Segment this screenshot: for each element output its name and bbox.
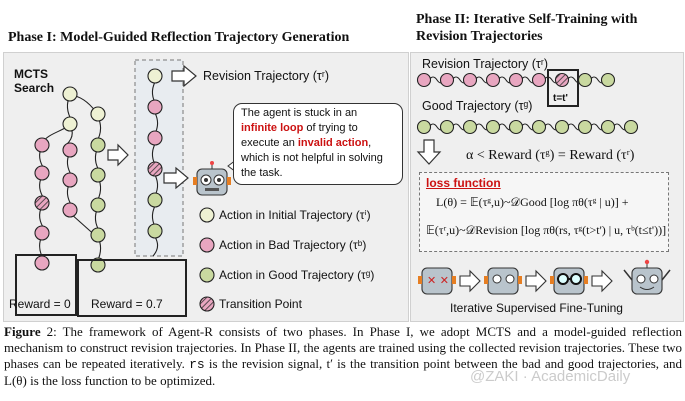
legend-good-label: Action in Good Trajectory (τᵍ) [219,268,375,282]
bubble-text-2: of trying to execute an [241,122,358,149]
revision-arrow [171,64,197,88]
caption-rs: rs [189,357,205,372]
legend-transition-label: Transition Point [219,297,302,311]
phase2-title-line2: Revision Trajectories [416,29,543,44]
mcts-node [34,255,50,271]
robot-icon-3 [550,267,588,295]
mcts-node [90,137,106,153]
legend-bad-swatch [199,237,215,253]
legend-good-swatch [199,267,215,283]
reward-condition: α < Reward (τᵍ) = Reward (τʳ) [466,148,635,163]
mcts-node [34,225,50,241]
mcts-node [34,165,50,181]
mcts-node [90,257,106,273]
p2-revision-label: Revision Trajectory (τʳ) [422,57,549,71]
mcts-node [62,142,78,158]
bubble-text-1: The agent is stuck in an [241,107,358,119]
mcts-root-node [62,86,78,102]
robot-icon [193,161,231,196]
mcts-transition-node [34,195,50,211]
bubble-text-3: , which is not helpful in solving the ta… [241,137,383,179]
figure-number: 2 [40,324,54,339]
phase2-title-line1: Phase II: Iterative Self-Training with [416,12,638,27]
mcts-label-line2: Search [14,81,55,95]
reflection-bubble: The agent is stuck in an infinite loop o… [233,103,403,185]
legend-initial-swatch [199,207,215,223]
rev-transition-node [147,161,163,177]
legend-transition-swatch [199,296,215,312]
robot-icon-1: ✕ ✕ [418,267,456,295]
mcts-node [90,167,106,183]
mcts-tree-nodes [34,86,106,273]
robot-arrow-2 [525,269,547,293]
rev-node [147,99,163,115]
loss-function-box: loss function L(θ) = 𝔼(τᵍ,u)~𝒟Good [log … [419,172,669,252]
figure-caption: Figure 2: The framework of Agent-R consi… [4,324,682,389]
transition-t-label: t=t' [553,93,568,104]
robot-icon-2 [484,267,522,295]
svg-text:✕ ✕: ✕ ✕ [427,274,449,287]
caption-text-2: is the revision signal, t′ is the transi… [4,356,683,388]
watermark: @ZAKI · AcademicDaily [470,368,631,385]
mcts-node [34,137,50,153]
figure-label: Figure [4,324,41,339]
bubble-highlight-invalid: invalid action [297,137,369,149]
mcts-node [90,197,106,213]
mcts-node [62,202,78,218]
to-robot-arrow [163,166,189,190]
rev-node [147,130,163,146]
revision-trajectory-label: Revision Trajectory (τʳ) [203,69,330,83]
reward-high-label: Reward = 0.7 [91,297,163,311]
mcts-node [62,116,78,132]
mcts-label-line1: MCTS [14,67,48,81]
p2-good-row [416,119,639,135]
phase1-title: Phase I: Model-Guided Reflection Traject… [8,30,350,45]
reward-box-good [77,259,187,317]
legend-initial-label: Action in Initial Trajectory (τⁱ) [219,208,371,222]
mcts-node [90,227,106,243]
caption-text-1: : The framework of Agent-R consists of t… [4,324,683,371]
mcts-node [90,106,106,122]
bubble-highlight-loop: infinite loop [241,122,304,134]
rev-node [147,192,163,208]
p2-good-label: Good Trajectory (τᵍ) [422,99,533,113]
robot-icon-4 [623,259,671,295]
legend-swatches [199,207,215,312]
loss-formula-line2: 𝔼(τʳ,u)~𝒟Revision [log πθ(rs, τᵍ(t>t') |… [426,223,667,237]
loss-function-title: loss function [426,176,501,190]
hollow-arrow [107,143,129,167]
rev-node [147,223,163,239]
reward-box-bad [15,254,77,316]
phase2-title: Phase II: Iterative Self-Training with R… [416,11,637,45]
fine-tuning-label: Iterative Supervised Fine-Tuning [450,301,623,315]
robot-arrow-1 [459,269,481,293]
robot-arrow-3 [591,269,613,293]
mcts-node [62,172,78,188]
down-arrow [416,139,442,165]
revision-column-box [134,59,184,257]
revision-column-nodes [147,68,163,239]
reward-zero-label: Reward = 0 [9,297,71,311]
rev-node [147,68,163,84]
loss-formula-line1: L(θ) = 𝔼(τᵍ,u)~𝒟Good [log πθ(τᵍ | u)] + [436,195,629,209]
p2-revision-row [416,69,616,107]
legend-bad-label: Action in Bad Trajectory (τᵇ) [219,238,367,252]
mcts-search-label: MCTS Search [14,67,54,95]
